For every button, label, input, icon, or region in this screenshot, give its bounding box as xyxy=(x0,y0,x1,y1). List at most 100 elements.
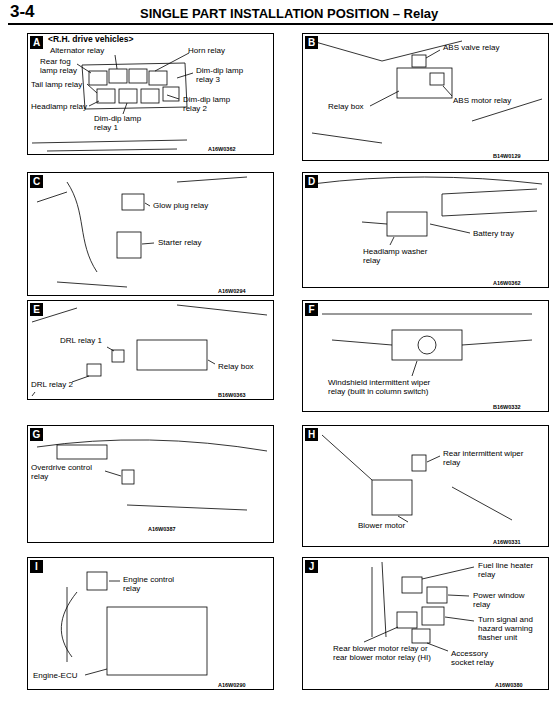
part-label: Dim-dip lamp relay 2 xyxy=(183,96,235,114)
relay-block-sketch xyxy=(89,71,107,85)
abs-relay-sketch xyxy=(412,55,426,67)
drl-relay-sketch xyxy=(112,350,124,362)
blower-relay-sketch xyxy=(372,480,412,515)
panel-letter-badge: E xyxy=(30,303,43,316)
column-switch-sketch xyxy=(412,361,417,376)
figure-panel: Glow plug relayStarter relayA16W0294 C xyxy=(27,172,274,296)
part-label: Battery tray xyxy=(473,230,514,239)
ecu-sketch xyxy=(61,581,120,675)
part-label: Overdrive control relay xyxy=(31,464,103,482)
panel-letter-badge: I xyxy=(30,560,43,573)
relay-cluster-sketch xyxy=(397,612,417,628)
part-label: Blower motor xyxy=(358,522,405,531)
relay-block-sketch xyxy=(32,53,193,151)
panel-letter-badge: A xyxy=(30,36,43,49)
part-label: Engine-ECU xyxy=(33,672,77,681)
figure-panel: Overdrive control relayA16W0387 G xyxy=(27,425,274,543)
relay-cluster-sketch xyxy=(372,562,386,637)
relay-block-sketch xyxy=(77,53,193,114)
part-label: Rear intermittent wiper relay xyxy=(443,450,528,468)
relay-cluster-sketch xyxy=(412,629,430,643)
relay-block-sketch xyxy=(141,89,159,103)
washer-relay-sketch xyxy=(312,177,542,245)
overdrive-relay-sketch xyxy=(37,440,267,510)
relay-block-sketch xyxy=(129,69,147,83)
part-label: Starter relay xyxy=(158,239,202,248)
overdrive-relay-sketch xyxy=(122,470,134,484)
relay-cluster-sketch xyxy=(364,562,474,651)
panel-letter: J xyxy=(309,562,315,572)
overdrive-relay-sketch xyxy=(37,440,267,510)
abs-relay-sketch xyxy=(370,50,452,106)
relay-block-sketch xyxy=(109,69,127,83)
figure-panel: Windshield intermittent wiper relay (bui… xyxy=(302,300,549,412)
figure-panel: ABS valve relayRelay boxABS motor relayB… xyxy=(302,33,549,161)
part-label: DRL relay 1 xyxy=(60,337,102,346)
panel-letter: B xyxy=(308,38,315,48)
part-label: Alternator relay xyxy=(50,47,104,56)
ecu-sketch xyxy=(87,572,107,590)
panel-letter: C xyxy=(33,177,40,187)
figure-code: A16W0387 xyxy=(148,526,176,532)
figure-code: A16W0331 xyxy=(493,539,521,545)
part-label: Glow plug relay xyxy=(153,202,208,211)
washer-relay-sketch xyxy=(362,222,470,245)
panel-letter: D xyxy=(308,177,315,187)
figure-code: A16W0362 xyxy=(493,280,521,286)
column-switch-sketch xyxy=(322,314,532,376)
abs-relay-sketch xyxy=(312,41,542,143)
column-switch-sketch xyxy=(322,314,532,345)
blower-relay-sketch xyxy=(398,456,440,522)
blower-relay-sketch xyxy=(412,455,426,471)
part-label: Rear fog lamp relay xyxy=(40,58,80,76)
part-label: Engine control relay xyxy=(123,576,181,594)
panel-letter: A xyxy=(33,38,40,48)
figure-code: A16W0380 xyxy=(495,682,523,688)
abs-relay-sketch xyxy=(397,68,452,98)
panel-letter-badge: B xyxy=(305,36,318,49)
washer-relay-sketch xyxy=(312,177,542,216)
sketch-line xyxy=(32,41,542,675)
part-label: Windshield intermittent wiper relay (bui… xyxy=(328,379,436,397)
blower-relay-sketch xyxy=(322,435,512,522)
figure-panel: <R.H. drive vehicles>Alternator relayHor… xyxy=(27,33,274,155)
panel-letter-badge: D xyxy=(305,175,318,188)
figure-code: A16W0290 xyxy=(218,682,246,688)
page-title: SINGLE PART INSTALLATION POSITION – Rela… xyxy=(140,6,438,21)
page-number: 3-4 xyxy=(10,2,35,22)
overdrive-relay-sketch xyxy=(57,445,107,459)
column-switch-sketch xyxy=(418,336,436,354)
part-label: Headlamp washer relay xyxy=(363,248,431,266)
panel-letter-badge: F xyxy=(305,303,318,316)
part-label: Fuel line heater relay xyxy=(478,562,540,580)
drl-relay-sketch xyxy=(32,305,267,396)
part-label: ABS valve relay xyxy=(443,44,499,53)
relay-block-sketch xyxy=(82,63,187,109)
relay-cluster-sketch xyxy=(422,607,444,625)
panel-letter-badge: H xyxy=(305,428,318,441)
panel-letter: E xyxy=(33,305,40,315)
part-label: Relay box xyxy=(218,363,254,372)
glow-plug-sketch xyxy=(37,177,247,287)
panel-letter-badge: C xyxy=(30,175,43,188)
glow-plug-sketch xyxy=(142,203,154,244)
part-label: Dim-dip lamp relay 3 xyxy=(196,67,248,85)
ecu-sketch xyxy=(61,572,207,675)
column-switch-sketch xyxy=(392,330,462,360)
figure-code: B16W0332 xyxy=(493,404,521,410)
part-label: Power window relay xyxy=(473,592,537,610)
relay-cluster-sketch xyxy=(402,577,422,593)
part-label: Relay box xyxy=(328,103,364,112)
figure-code: A16W0294 xyxy=(218,288,246,294)
washer-relay-sketch xyxy=(387,212,427,236)
panel-letter: I xyxy=(35,562,38,572)
relay-block-sketch xyxy=(119,89,137,103)
panel-letter-badge: G xyxy=(30,428,43,441)
figure-code: B16W0363 xyxy=(218,392,246,398)
part-label: Headlamp relay xyxy=(31,103,87,112)
panel-heading: <R.H. drive vehicles> xyxy=(48,35,134,44)
part-label: Dim-dip lamp relay 1 xyxy=(94,115,146,133)
glow-plug-sketch xyxy=(37,177,247,287)
relay-block-sketch xyxy=(163,87,179,101)
